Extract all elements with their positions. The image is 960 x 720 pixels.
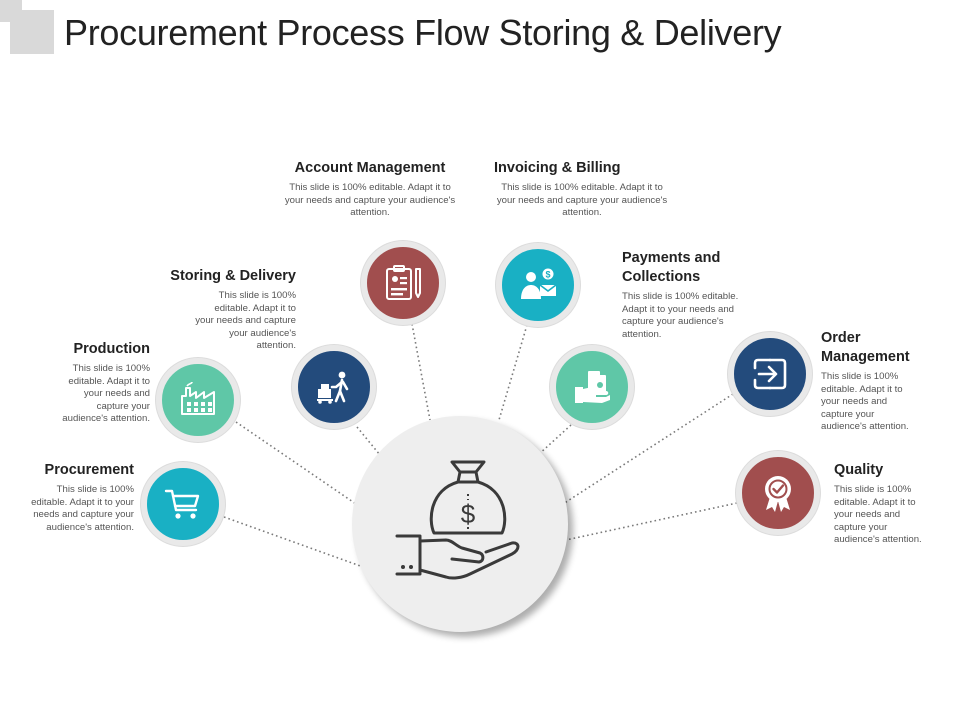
connector-account-management <box>411 323 431 421</box>
production-description: This slide is 100% editable. Adapt it to… <box>62 363 150 425</box>
order-management-heading: Order Management <box>821 330 910 365</box>
procurement-circle[interactable] <box>141 462 225 546</box>
order-management-description: This slide is 100% editable. Adapt it to… <box>821 371 909 433</box>
delivery-worker-icon <box>317 371 349 404</box>
sign-in-arrow-icon <box>753 358 787 390</box>
account-management-label: Account Management This slide is 100% ed… <box>280 159 460 220</box>
procurement-heading: Procurement <box>44 462 134 478</box>
svg-text:$: $ <box>545 270 550 280</box>
invoicing-billing-heading: Invoicing & Billing <box>494 160 621 176</box>
payments-collections-label: Payments and Collections This slide is 1… <box>622 249 742 341</box>
connector-payments-collections <box>537 424 572 456</box>
storing-delivery-circle[interactable] <box>292 345 376 429</box>
connector-invoicing-billing <box>498 324 528 421</box>
payments-collections-circle[interactable] <box>550 345 634 429</box>
shopping-cart-icon <box>164 489 200 519</box>
invoicing-billing-description: This slide is 100% editable. Adapt it to… <box>496 182 668 219</box>
corner-square-small <box>0 0 22 22</box>
connector-production <box>235 421 357 505</box>
quality-heading: Quality <box>834 462 884 478</box>
account-management-circle[interactable] <box>361 241 445 325</box>
invoicing-billing-circle[interactable]: $ <box>496 243 580 327</box>
quality-circle[interactable] <box>736 451 820 535</box>
production-label: Production This slide is 100% editable. … <box>30 340 150 426</box>
order-management-label: Order Management This slide is 100% edit… <box>821 329 937 434</box>
storing-delivery-label: Storing & Delivery This slide is 100% ed… <box>150 267 296 353</box>
payments-collections-description: This slide is 100% editable. Adapt it to… <box>622 291 739 340</box>
production-circle[interactable] <box>156 358 240 442</box>
procurement-description: This slide is 100% editable. Adapt it to… <box>31 484 134 533</box>
svg-text:$: $ <box>461 499 476 529</box>
account-management-heading: Account Management <box>294 160 446 176</box>
billing-agent-icon: $ <box>521 268 557 299</box>
connector-procurement <box>223 516 367 569</box>
production-heading: Production <box>73 341 150 357</box>
invoicing-billing-label: Invoicing & Billing This slide is 100% e… <box>494 159 670 220</box>
payments-collections-heading: Payments and Collections <box>622 250 721 285</box>
money-bag-in-hand-icon: $ <box>395 460 520 580</box>
cash-in-hand-icon <box>575 371 610 403</box>
factory-icon <box>181 381 215 415</box>
order-management-circle[interactable] <box>728 332 812 416</box>
storing-delivery-description: This slide is 100% editable. Adapt it to… <box>195 290 296 352</box>
quality-badge-icon <box>765 476 791 512</box>
clipboard-tools-icon <box>386 265 421 300</box>
connector-quality <box>565 502 738 541</box>
account-management-description: This slide is 100% editable. Adapt it to… <box>284 182 456 219</box>
quality-label: Quality This slide is 100% editable. Ada… <box>834 461 944 547</box>
central-hub: $ <box>352 416 568 632</box>
procurement-label: Procurement This slide is 100% editable.… <box>20 461 134 534</box>
quality-description: This slide is 100% editable. Adapt it to… <box>834 484 922 546</box>
connector-storing-delivery <box>356 426 381 456</box>
page-title: Procurement Process Flow Storing & Deliv… <box>64 12 782 53</box>
connector-order-management <box>562 393 734 505</box>
storing-delivery-heading: Storing & Delivery <box>170 268 296 284</box>
